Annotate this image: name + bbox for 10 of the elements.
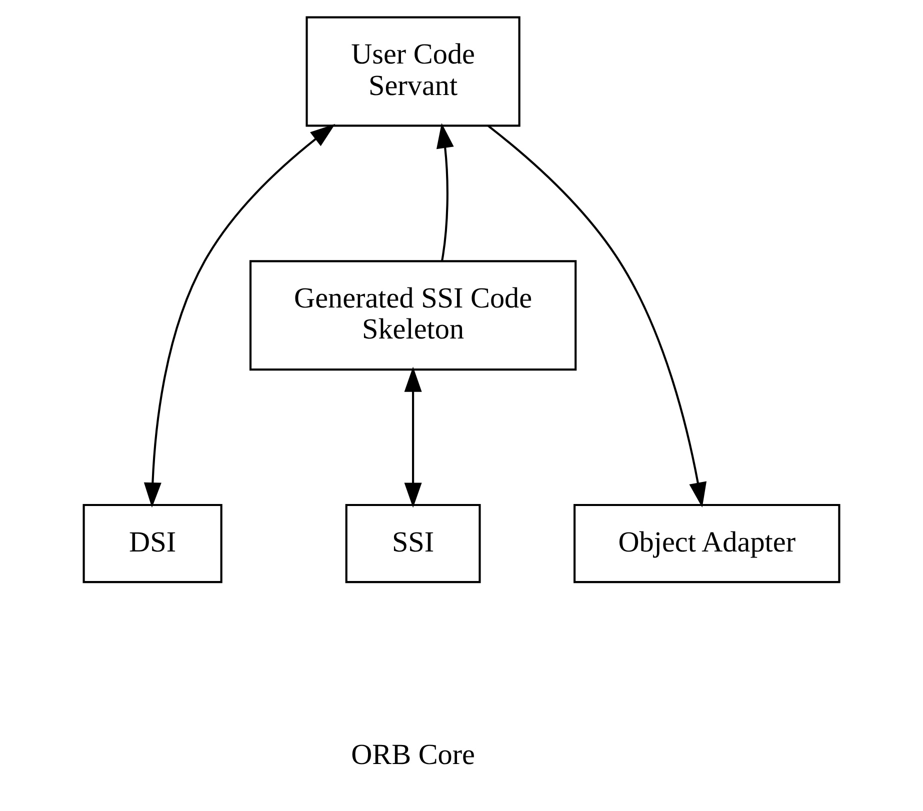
node-box: DSI <box>82 503 222 583</box>
arrow <box>404 366 422 508</box>
arrow <box>144 123 336 508</box>
arrow <box>436 122 454 260</box>
node-text: ORB Core <box>351 738 476 770</box>
node-box: User Code Servant <box>306 16 520 126</box>
node-box: Object Adapter <box>574 503 840 583</box>
node-box: SSI <box>345 503 481 583</box>
node-box: Generated SSI Code Skeleton <box>249 260 577 370</box>
arrow <box>488 124 707 507</box>
